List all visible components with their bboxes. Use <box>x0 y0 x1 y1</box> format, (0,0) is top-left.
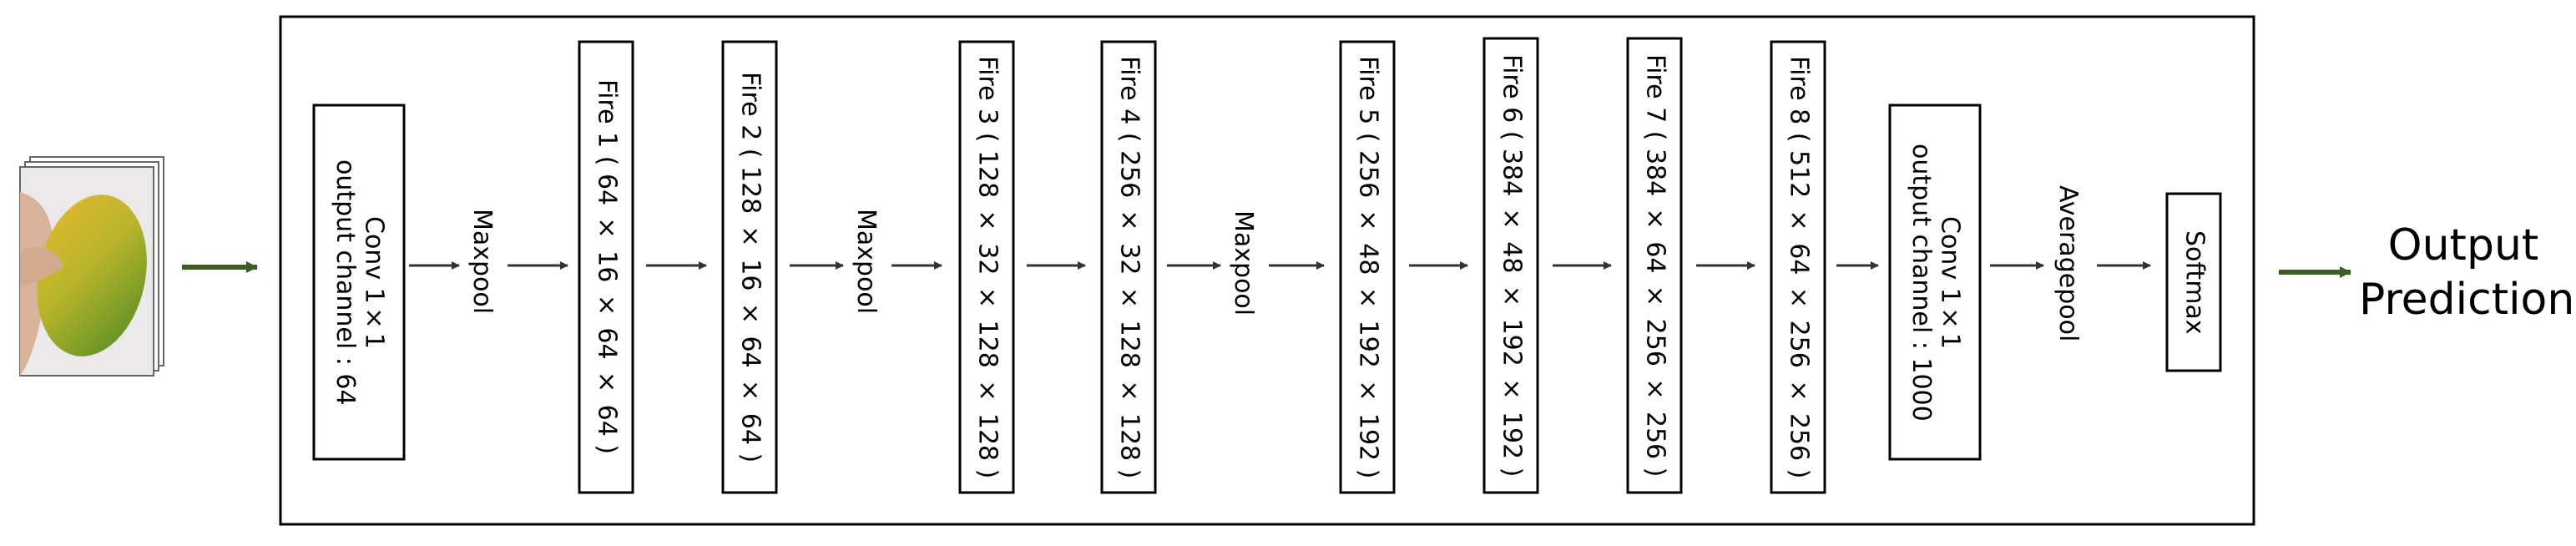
fire5-label: Fire 5 ( 256 × 48 × 192 × 192 ) <box>1353 55 1383 479</box>
conv1-box <box>312 104 406 461</box>
fire2-box <box>721 40 778 494</box>
fire4-box <box>1100 40 1157 494</box>
fire2-container: Fire 2 ( 128 × 16 × 64 × 64 ) <box>723 42 776 493</box>
output-line1: Output <box>2387 220 2539 270</box>
fire3-label: Fire 3 ( 128 × 32 × 128 × 128 ) <box>972 55 1003 479</box>
fire2-label: Fire 2 ( 128 × 16 × 64 × 64 ) <box>735 71 765 463</box>
fire5-box <box>1339 40 1396 494</box>
fire5-container: Fire 5 ( 256 × 48 × 192 × 192 ) <box>1341 42 1394 493</box>
fire8-label: Fire 8 ( 512 × 64 × 256 × 256 ) <box>1784 55 1814 479</box>
softmax-container: Softmax <box>2167 194 2220 371</box>
fire1-box <box>578 40 634 494</box>
fire7-box <box>1626 37 1683 494</box>
softmax-label: Softmax <box>2179 230 2210 335</box>
network-frame <box>279 15 2255 526</box>
fire8-box <box>1770 40 1826 494</box>
input-image-icon <box>19 156 164 377</box>
conv10-box <box>1888 104 1982 461</box>
fire7-label: Fire 7 ( 384 × 64 × 256 × 256 ) <box>1640 53 1670 478</box>
softmax-box <box>2165 192 2222 372</box>
fire6-container: Fire 6 ( 384 × 48 × 192 × 192 ) <box>1484 38 1538 493</box>
fire3-container: Fire 3 ( 128 × 32 × 128 × 128 ) <box>960 42 1013 493</box>
conv1-line2: output channel : 64 <box>331 159 360 406</box>
conv10-line2: output channel : 1000 <box>1907 143 1936 422</box>
fire6-box <box>1482 37 1539 494</box>
fire1-label: Fire 1 ( 64 × 16 × 64 × 64 ) <box>592 79 622 455</box>
fire4-label: Fire 4 ( 256 × 32 × 128 × 128 ) <box>1114 55 1144 479</box>
output-prediction-label: Output Prediction <box>2359 219 2575 327</box>
conv1-line1: Conv 1×1 <box>359 215 389 349</box>
conv1-label: Conv 1×1 output channel : 64 <box>314 105 404 459</box>
pool2-label: Maxpool <box>851 209 881 315</box>
pool4-label: Averagepool <box>2053 185 2083 342</box>
pool1-label: Maxpool <box>467 209 497 315</box>
fire3-box <box>958 40 1015 494</box>
fire1-container: Fire 1 ( 64 × 16 × 64 × 64 ) <box>579 42 633 493</box>
fire8-container: Fire 8 ( 512 × 64 × 256 × 256 ) <box>1771 42 1825 493</box>
pool3-label: Maxpool <box>1229 210 1258 316</box>
fire4-container: Fire 4 ( 256 × 32 × 128 × 128 ) <box>1102 42 1155 493</box>
conv10-label: Conv 1×1 output channel : 1000 <box>1890 105 1980 459</box>
fire7-container: Fire 7 ( 384 × 64 × 256 × 256 ) <box>1628 38 1681 493</box>
fire6-label: Fire 6 ( 384 × 48 × 192 × 192 ) <box>1497 53 1527 478</box>
conv10-line1: Conv 1×1 <box>1935 215 1965 349</box>
output-line2: Prediction <box>2359 275 2575 325</box>
